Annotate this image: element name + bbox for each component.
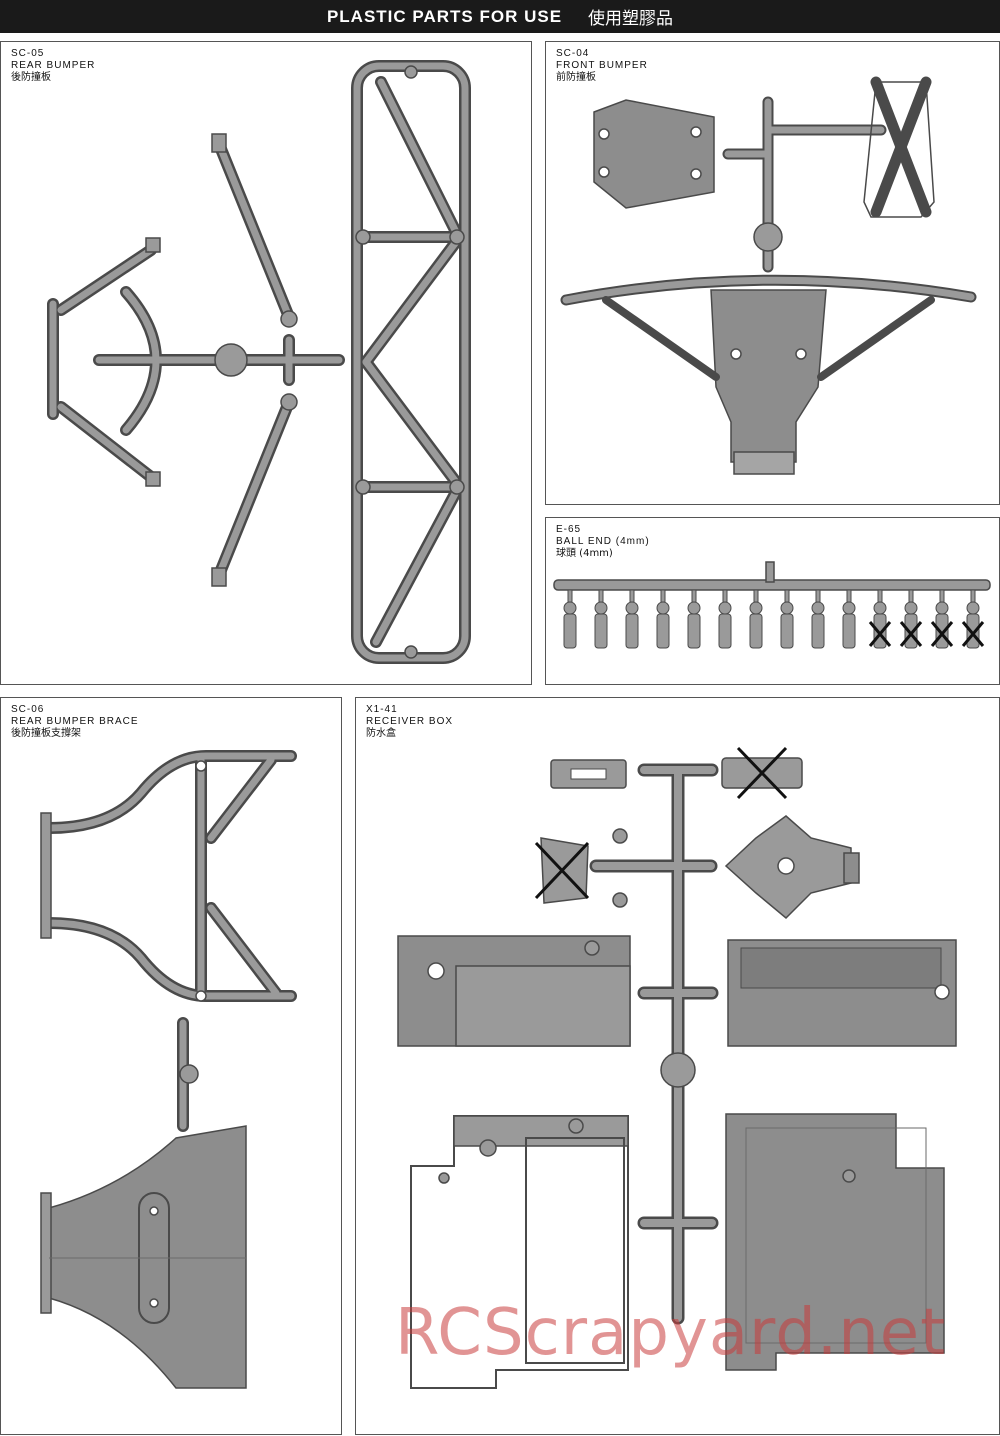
panel-receiver-box: X1-41 RECEIVER BOX 防水盒: [355, 697, 1000, 1435]
ball-end: [625, 589, 639, 649]
part-code: X1-41: [366, 704, 398, 715]
ball-end: [687, 589, 701, 649]
part-name-zh: 後防撞板: [11, 72, 51, 83]
ball-end: [780, 589, 794, 649]
part-name: REAR BUMPER BRACE: [11, 716, 139, 727]
part-code: SC-04: [556, 48, 590, 59]
part-code: SC-06: [11, 704, 45, 715]
part-name-zh: 後防撞板支撐架: [11, 728, 81, 739]
panel-rear-bumper: SC-05 REAR BUMPER 後防撞板: [0, 41, 532, 685]
part-name: FRONT BUMPER: [556, 60, 648, 71]
ball-end: [842, 589, 856, 649]
page-title: PLASTIC PARTS FOR USE: [326, 6, 563, 26]
ball-end: [961, 589, 985, 649]
panel-rear-bumper-brace: SC-06 REAR BUMPER BRACE 後防撞板支撐架: [0, 697, 342, 1435]
part-name-zh: 前防撞板: [556, 72, 596, 83]
rear-bumper-drawing: [47, 60, 471, 664]
part-name-zh: 球頭 (4mm): [556, 548, 613, 559]
part-code: SC-05: [11, 48, 45, 59]
ball-end: [930, 589, 954, 649]
ball-end: [594, 589, 608, 649]
part-name: BALL END (4mm): [556, 536, 650, 547]
front-bumper-drawing: [560, 76, 977, 475]
page-header: PLASTIC PARTS FOR USE 使用塑膠品: [0, 0, 1000, 33]
page-title-zh: 使用塑膠品: [588, 9, 674, 29]
ball-end: [563, 589, 577, 649]
ball-end: [899, 589, 923, 649]
part-name: REAR BUMPER: [11, 60, 96, 71]
ball-end: [749, 589, 763, 649]
panel-ball-end: E-65 BALL END (4mm) 球頭 (4mm): [545, 517, 1000, 685]
ball-end: [868, 589, 892, 649]
panel-front-bumper: SC-04 FRONT BUMPER 前防撞板: [545, 41, 1000, 505]
watermark: RCScrapyard.net: [395, 1296, 947, 1370]
ball-end: [811, 589, 825, 649]
receiver-box-drawing: [397, 746, 957, 1389]
part-name-zh: 防水盒: [366, 728, 396, 739]
part-name: RECEIVER BOX: [366, 716, 454, 727]
ball-end-drawing: [553, 561, 991, 649]
ball-end: [718, 589, 732, 649]
ball-end: [656, 589, 670, 649]
part-code: E-65: [556, 524, 582, 535]
rear-bumper-brace-drawing: [40, 750, 297, 1389]
